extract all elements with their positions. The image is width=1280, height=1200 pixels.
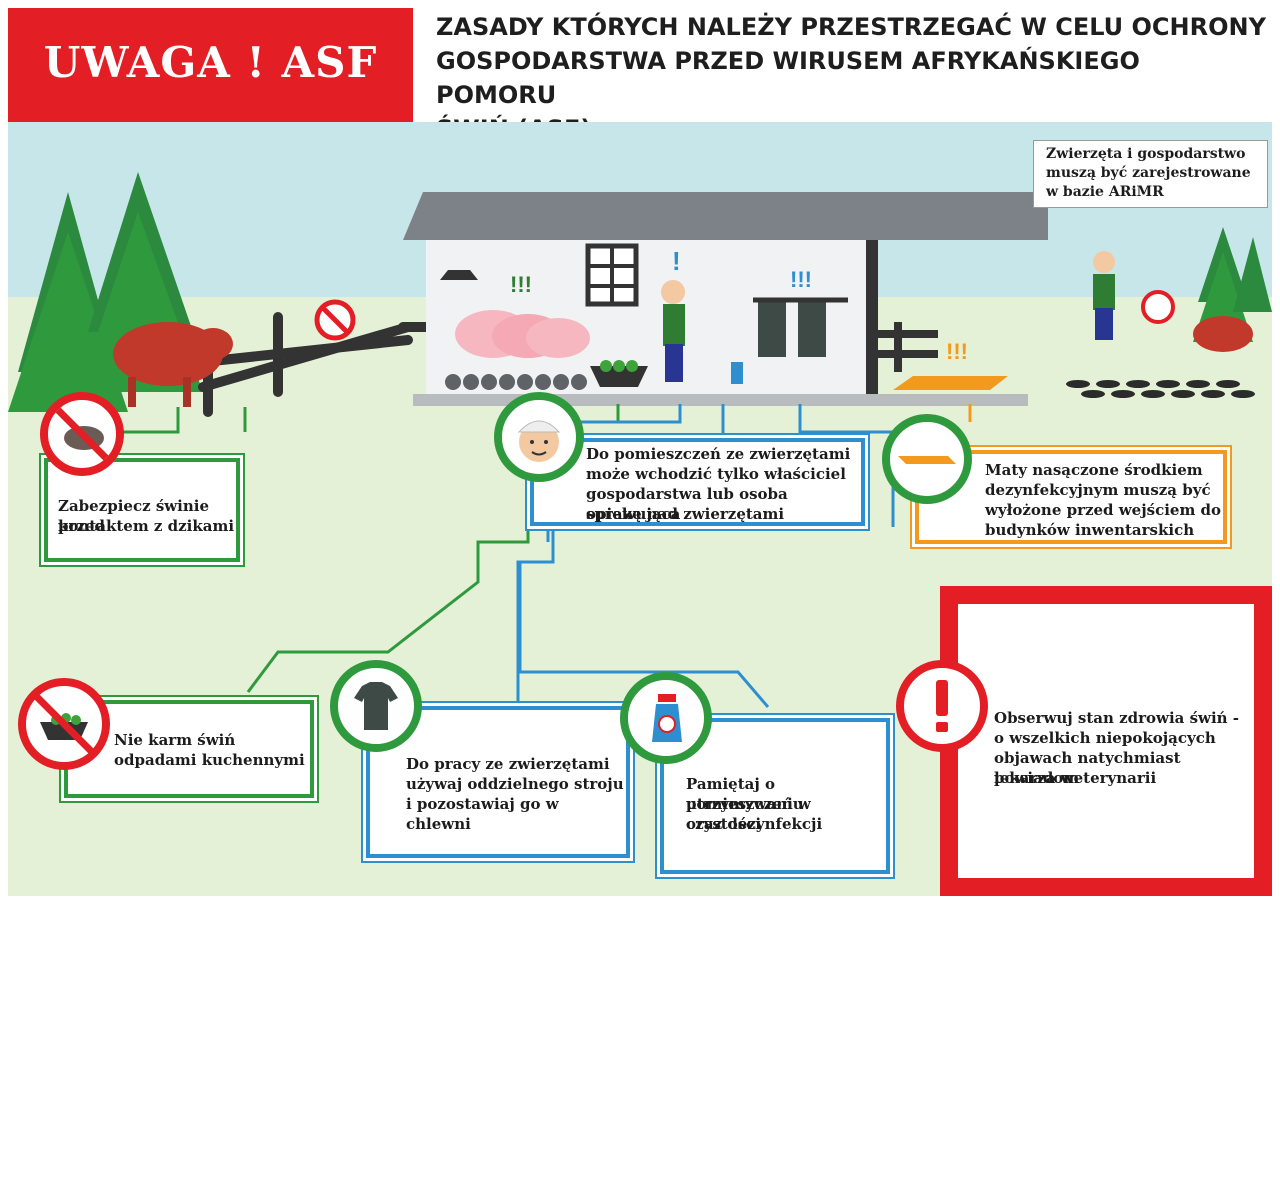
rule-wild-boar-line-1: Zabezpiecz świnie przed xyxy=(58,497,210,535)
rule-clothing-line-3: i pozostawiaj go w chlewni xyxy=(406,795,559,833)
work-shirt-icon xyxy=(330,660,422,752)
registration-line-2: muszą być zarejestrowane xyxy=(1046,165,1251,181)
rule-kitchen-waste-box: Nie karm świń odpadami kuchennymi xyxy=(64,700,314,798)
rule-health-line-3: objawach natychmiast powiadom xyxy=(994,749,1181,787)
no-kitchen-waste-icon xyxy=(18,678,110,770)
no-wild-boar-icon xyxy=(40,392,124,476)
rule-cleaning-line-1: Pamiętaj o utrzymywaniu xyxy=(686,775,804,813)
registration-line-3: w bazie ARiMR xyxy=(1046,184,1164,200)
rule-health-line-1: Obserwuj stan zdrowia świń - xyxy=(994,709,1240,727)
farmer-face-icon xyxy=(494,392,584,482)
wild-boar-left xyxy=(113,322,233,407)
alert-mark-farmer: ! xyxy=(672,246,681,276)
banner-title: UWAGA ! ASF xyxy=(43,38,378,87)
wild-boar-right xyxy=(1193,316,1253,352)
rule-cleaning-line-3: oraz dezynfekcji xyxy=(686,815,823,833)
exclamation-icon xyxy=(896,660,988,752)
disinfection-mat xyxy=(893,376,1008,390)
registration-note: Zwierzęta i gospodarstwo muszą być zarej… xyxy=(1033,140,1268,208)
rule-mats-line-2: dezynfekcyjnym muszą być xyxy=(985,481,1211,499)
rule-kitchen-waste-line-1: Nie karm świń xyxy=(114,731,236,749)
page-heading: ZASADY KTÓRYCH NALEŻY PRZESTRZEGAĆ W CEL… xyxy=(436,10,1266,146)
rule-access-line-4: opiekę nad zwierzętami xyxy=(586,505,785,523)
title-banner: UWAGA ! ASF xyxy=(8,8,413,122)
rule-cleaning-line-2: pomieszczeń w czystości xyxy=(686,795,811,833)
spray-bottle-icon xyxy=(620,672,712,764)
rule-health-line-2: o wszelkich niepokojących xyxy=(994,729,1216,747)
alert-mark-mat: !!! xyxy=(946,339,968,364)
rule-kitchen-waste-line-2: odpadami kuchennymi xyxy=(114,751,305,769)
rule-access-line-2: może wchodzić tylko właściciel xyxy=(586,465,846,483)
heading-line-2: GOSPODARSTWA PRZED WIRUSEM AFRYKAŃSKIEGO… xyxy=(436,47,1140,109)
alert-mark-pigs: !!! xyxy=(510,272,532,297)
heading-line-1: ZASADY KTÓRYCH NALEŻY PRZESTRZEGAĆ W CEL… xyxy=(436,13,1266,41)
rule-health-box: Obserwuj stan zdrowia świń - o wszelkich… xyxy=(940,586,1272,896)
rule-clothing-line-1: Do pracy ze zwierzętami xyxy=(406,755,610,773)
rule-access-line-1: Do pomieszczeń ze zwierzętami xyxy=(586,445,851,463)
fence-right xyxy=(878,322,938,372)
alert-mark-coats: !!! xyxy=(790,267,812,292)
rule-mats-line-4: budynków inwentarskich xyxy=(985,521,1195,539)
rule-health-line-4: lekarza weterynarii xyxy=(994,769,1157,787)
rule-wild-boar-line-2: kontaktem z dzikami xyxy=(58,517,235,535)
disinfection-mat-icon xyxy=(882,414,972,504)
registration-line-1: Zwierzęta i gospodarstwo xyxy=(1046,146,1246,162)
rule-access-box: Do pomieszczeń ze zwierzętami może wchod… xyxy=(530,438,865,526)
rule-access-line-3: gospodarstwa lub osoba sprawująca xyxy=(586,485,788,523)
barn xyxy=(403,192,1048,406)
rule-clothing-line-2: używaj oddzielnego stroju xyxy=(406,775,624,793)
rule-mats-line-1: Maty nasączone środkiem xyxy=(985,461,1203,479)
right-farmer xyxy=(1093,251,1115,340)
rule-mats-line-3: wyłożone przed wejściem do xyxy=(985,501,1222,519)
